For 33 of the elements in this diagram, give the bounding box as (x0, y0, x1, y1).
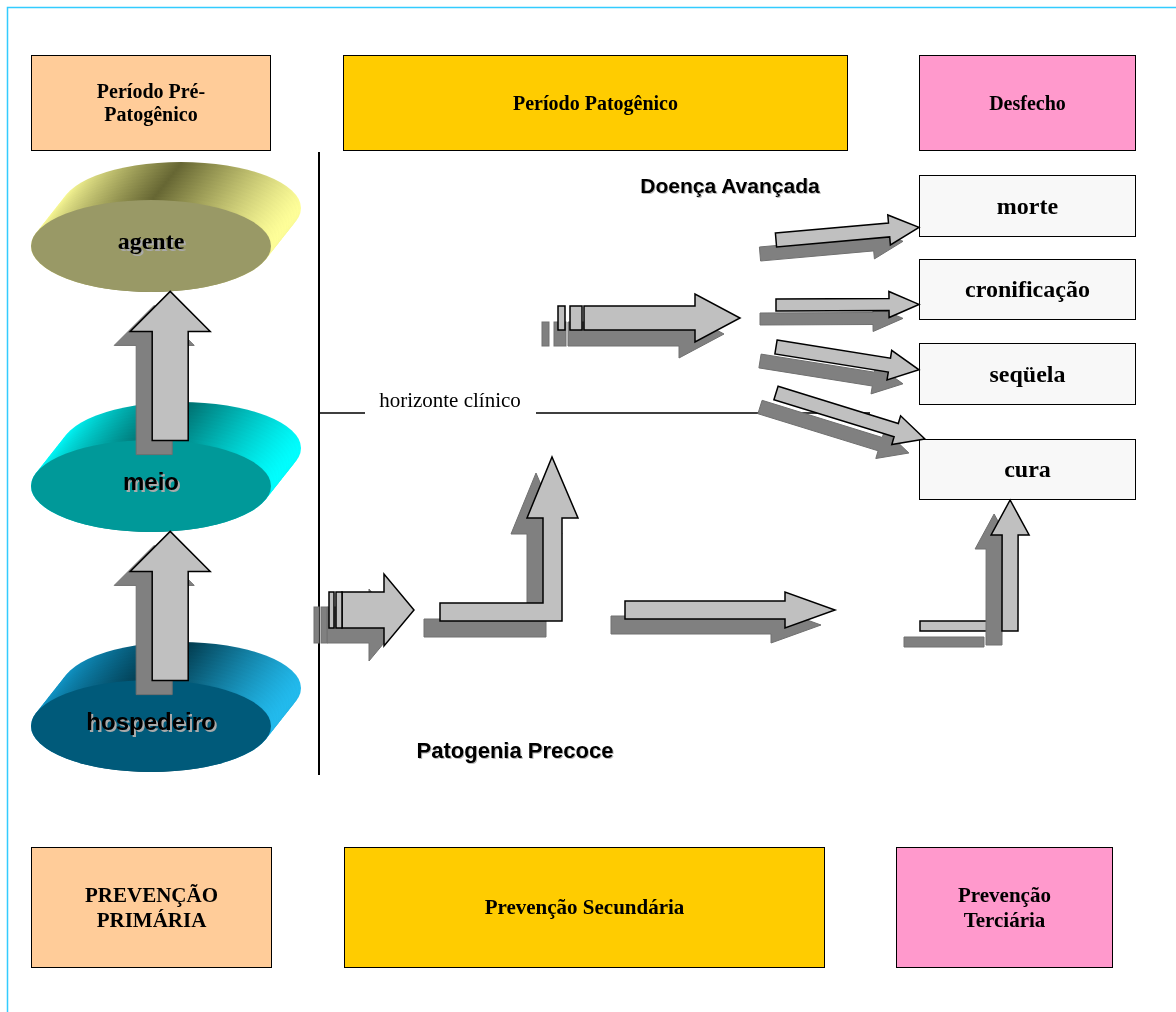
node-label: seqüela (989, 360, 1066, 388)
outcome-box (919, 343, 1136, 405)
node-label: Prevenção Secundária (484, 895, 685, 920)
node-label: hospedeiro (85, 708, 217, 736)
period-box (919, 55, 1136, 151)
prevention-box (31, 847, 272, 968)
block-arrow (113, 530, 212, 696)
block-arrow (758, 339, 921, 395)
stage-label: Patogenia Precoce (415, 738, 615, 764)
block-arrow (759, 290, 921, 332)
node-label: cura (1004, 456, 1051, 483)
outcome-box (919, 175, 1136, 237)
node-label: cronificação (965, 276, 1090, 303)
node-label: meio (122, 468, 180, 496)
block-arrow (974, 498, 1031, 646)
period-box (343, 55, 848, 151)
block-arrow (758, 213, 921, 262)
stage-label: Doença Avançada (639, 174, 821, 198)
block-arrow (757, 385, 927, 459)
node-label: agente (116, 228, 186, 255)
node-label: Período Pré-Patogênico (95, 80, 207, 126)
prevention-box (896, 847, 1113, 968)
node-label: Prevenção Terciária (957, 882, 1052, 933)
horizon-label: horizonte clínico (378, 388, 522, 413)
node-label: Desfecho (989, 91, 1066, 115)
outcome-box (919, 259, 1136, 320)
node-label: Período Patogênico (513, 91, 678, 115)
block-arrow (113, 290, 212, 456)
node-label: morte (996, 192, 1059, 220)
outcome-box (919, 439, 1136, 500)
prevention-box (344, 847, 825, 968)
period-box (31, 55, 271, 151)
node-label: PREVENÇÃO PRIMÁRIA (84, 882, 219, 933)
